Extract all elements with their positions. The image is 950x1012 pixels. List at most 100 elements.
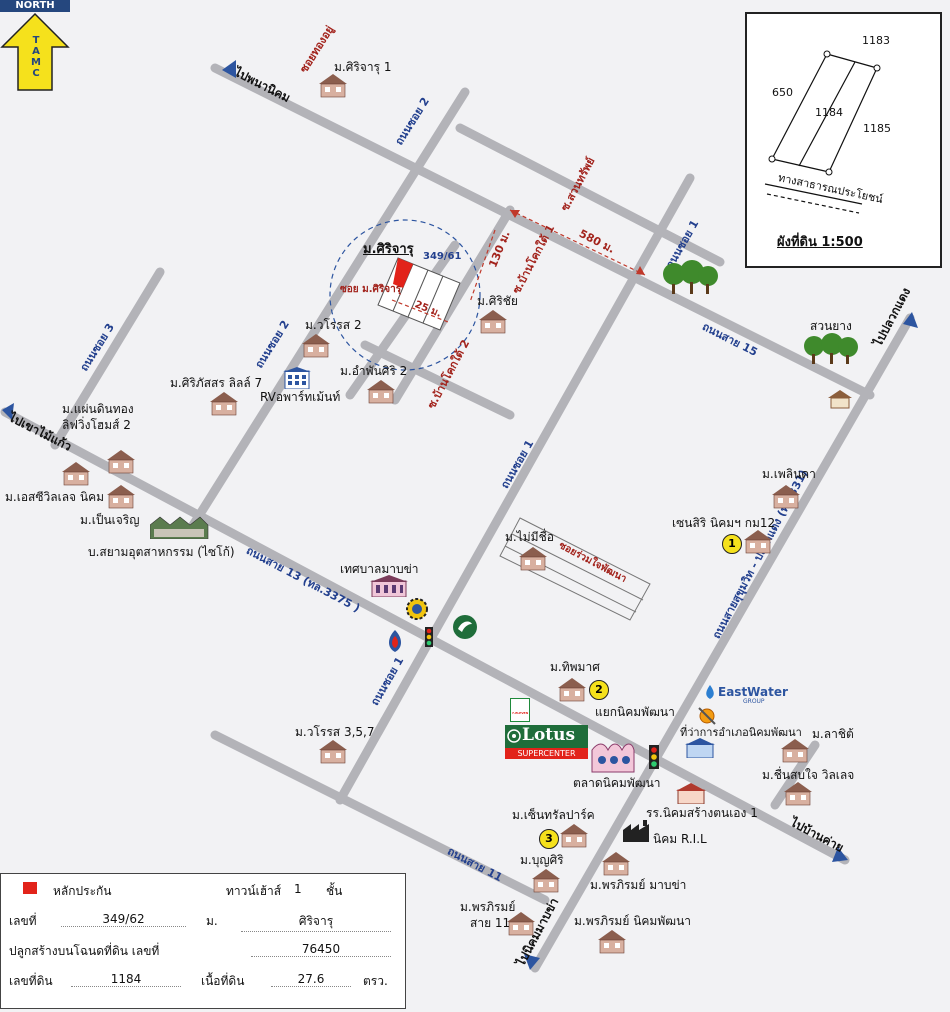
arrow-khaomaikaew (2, 403, 14, 420)
arrow-phanat (222, 60, 236, 78)
place-sirijaru: ม.ศิริจารุ (363, 242, 414, 257)
compass-north: NORTH T A M C (0, 0, 70, 92)
factory-icon (150, 516, 209, 539)
lotus-supercenter-text: SUPERCENTER (505, 748, 588, 759)
place-sirijaru1: ม.ศิริจารุ 1 (334, 60, 392, 74)
property-legend: หลักประกัน ทาวน์เฮ้าส์ 1 ชั้น เลขที่ 349… (0, 873, 406, 1009)
legend-no-label: เลขที่ (9, 914, 37, 928)
road-sukhumvit (530, 313, 915, 973)
place-pornphirom-nikhom: ม.พรภิรมย์ นิคมพัฒนา (574, 914, 692, 928)
place-ril: นิคม R.I.L (653, 832, 707, 846)
municipal-building-icon (370, 575, 408, 597)
legend-no-value: 349/62 (61, 912, 186, 927)
road-soi2 (185, 87, 470, 535)
marker-circle-2: 2 (589, 680, 609, 700)
house-icon (743, 529, 773, 554)
seven-eleven-text: 7-ELEVEN (511, 711, 529, 715)
compass-north-text: NORTH (0, 0, 70, 12)
legend-collateral: หลักประกัน (53, 884, 112, 898)
place-rv-apartment: RVอพาร์ทเม้นท์ (260, 390, 341, 404)
house-icon (557, 677, 587, 702)
house-icon (601, 851, 631, 876)
road-soi3 (50, 267, 165, 450)
compass-a: A (32, 46, 40, 57)
label-soi-sirijaru: ซอย ม.ศิริจารุ (340, 284, 402, 295)
place-woraros357: ม.วโรรส 3,5,7 (295, 725, 375, 739)
plot-map: 1183 650 1184 1185 ทางสาธารณประโยชน์ ผัง… (745, 12, 942, 268)
place-boonsiri: ม.บุญศิริ (520, 853, 564, 867)
place-woraros2: ม.วโรรส 2 (305, 318, 362, 332)
radius-circle (329, 219, 481, 371)
plot-title: ผังที่ดิน 1:500 (777, 235, 863, 250)
legend-area-unit: ตรว. (363, 974, 388, 988)
sala-icon (828, 390, 852, 409)
tree-icon (663, 260, 718, 294)
industrial-estate-icon (623, 820, 649, 842)
road-koklai-2 (345, 240, 460, 400)
apartment-icon (283, 367, 311, 389)
place-amphansiri2: ม.อำพันศิริ 2 (340, 364, 408, 378)
house-icon (771, 484, 801, 509)
legend-deed-label: ปลูกสร้างบนโฉนดที่ดิน เลขที่ (9, 944, 160, 958)
place-et-life: ม.เอสซีวิลเลจ นิคม (5, 490, 105, 504)
compass-m: M (31, 57, 41, 68)
place-sirapatson: ม.ศิริภัสสร ลิลล์ 7 (170, 376, 263, 390)
plot-1185: 1185 (863, 122, 891, 135)
place-sai11: สาย 11 (470, 916, 511, 930)
lotus-flower-icon (507, 729, 521, 743)
house-icon (597, 929, 627, 954)
water-drop-icon (706, 685, 714, 699)
house-icon (783, 781, 813, 806)
plot-map-drawing (764, 50, 881, 214)
place-living-home: ลิฟวิ่งโฮมส์ 2 (62, 418, 131, 432)
eastwater-text: EastWater (718, 685, 788, 699)
school-icon (676, 783, 706, 804)
arrow-bankhai (832, 847, 848, 862)
place-tipmas: ม.ทิพมาศ (550, 660, 600, 674)
lotus-logo: Lotus SUPERCENTER (505, 725, 588, 759)
legend-village-label: ม. (206, 914, 218, 928)
compass-arrow-icon (0, 12, 70, 91)
place-pen-charoen: ม.เป็นเจริญ (80, 513, 140, 527)
place-pornphirom-mabkha: ม.พรภิรมย์ มาบข่า (590, 878, 687, 892)
place-pornphirom-11: ม.พรภิรมย์ (460, 900, 516, 914)
house-icon (209, 391, 239, 416)
legend-type-label: ทาวน์เฮ้าส์ (226, 884, 282, 898)
legend-village-value: ศิริจารุ (241, 912, 391, 932)
place-bor-siam: บ.สยามอุตสาหกรรม (ไซโก้) (88, 545, 235, 559)
legend-area-label: เนื้อที่ดิน (201, 974, 245, 988)
gear-logo-icon (406, 598, 428, 620)
house-icon (61, 461, 91, 486)
place-district-office: ที่ว่าการอำเภอนิคมพัฒนา (680, 726, 802, 739)
eastwater-group-text: GROUP (743, 698, 765, 705)
legend-floor-unit: ชั้น (326, 884, 343, 898)
house-icon (506, 911, 536, 936)
plot-1184: 1184 (815, 106, 843, 119)
pt-station-logo-icon (453, 615, 477, 639)
place-market: ตลาดนิคมพัฒนา (573, 776, 661, 790)
house-icon (531, 868, 561, 893)
compass-t: T (32, 35, 40, 46)
place-parcel-no: 349/61 (423, 251, 462, 262)
compass-c: C (32, 68, 40, 79)
place-mabkha-municipal: เทศบาลมาบข่า (340, 562, 419, 576)
house-icon (106, 449, 136, 474)
legend-floors: 1 (294, 882, 302, 896)
house-icon (366, 379, 396, 404)
ptt-logo-icon (389, 630, 401, 652)
place-sensiri: เซนสิริ นิคมฯ กม12 (672, 516, 776, 530)
arrow-pluakdaeng (903, 312, 918, 328)
place-chuen-village: ม.ชื่นสบใจ วิลเลจ (762, 768, 855, 782)
legend-area-value: 27.6 (271, 972, 351, 987)
legend-land-no-label: เลขที่ดิน (9, 974, 53, 988)
legend-land-no-value: 1184 (71, 972, 181, 987)
valve-icon (698, 707, 716, 725)
collateral-swatch (23, 882, 37, 894)
place-intersection: แยกนิคมพัฒนา (595, 705, 675, 719)
arrow-nikhom (524, 954, 540, 970)
house-icon (318, 739, 348, 764)
road-soi1 (335, 173, 695, 805)
place-suan-yang: สวนยาง (810, 319, 852, 333)
lotus-text: Lotus (522, 725, 576, 745)
